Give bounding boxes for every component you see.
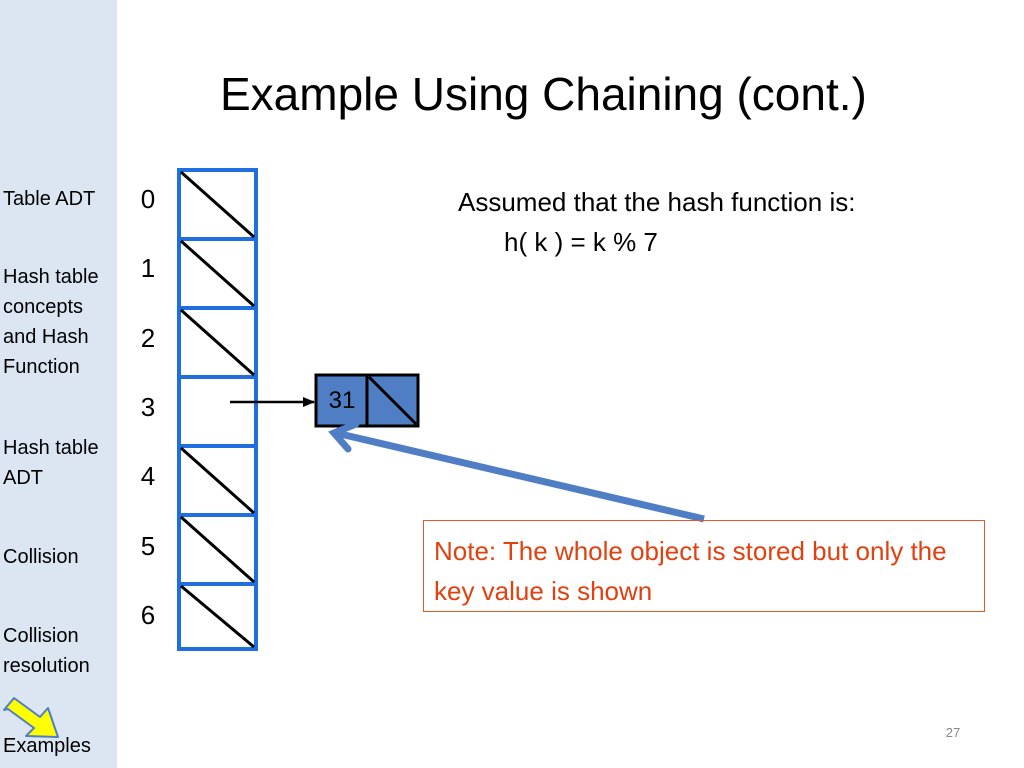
slot-index-5: 5	[140, 531, 156, 561]
chain-node-key: 31	[328, 387, 356, 414]
slot-index-3: 3	[140, 392, 156, 422]
page-number: 27	[945, 725, 961, 740]
null-slash-6	[180, 584, 255, 649]
chain-node-31	[314, 373, 420, 428]
slot-index-6: 6	[140, 600, 156, 630]
null-slash-0	[180, 170, 255, 239]
sidebar-item-table-adt[interactable]: Table ADT	[3, 188, 96, 210]
null-slashes	[180, 170, 255, 649]
slot-index-1: 1	[140, 253, 156, 283]
slot-index-0: 0	[140, 184, 156, 214]
hash-table-slots	[177, 168, 258, 651]
page-title: Example Using Chaining (cont.)	[220, 68, 867, 120]
table-slot-3	[177, 375, 258, 448]
slot-index-4: 4	[140, 461, 156, 491]
current-section-arrow-icon	[3, 697, 59, 738]
null-slash-5	[180, 515, 255, 584]
chain-node-null-slash	[367, 375, 418, 426]
sidebar-item-hash-concepts[interactable]: Hash table concepts and Hash Function	[3, 266, 99, 378]
sidebar-item-collision-resolution[interactable]: Collision resolution	[3, 625, 90, 677]
hash-function-intro: Assumed that the hash function is:	[458, 187, 856, 217]
hash-function-formula: h( k ) = k % 7	[504, 227, 658, 257]
sidebar-item-collision[interactable]: Collision	[3, 546, 79, 568]
sidebar-item-hash-table-adt[interactable]: Hash table ADT	[3, 437, 99, 489]
note-box: Note: The whole object is stored but onl…	[423, 520, 985, 612]
sidebar-item-examples[interactable]: Examples	[3, 735, 91, 757]
slot-index-2: 2	[140, 323, 156, 353]
note-pointer-arrow	[328, 420, 705, 523]
sidebar-nav: Table ADT Hash table concepts and Hash F…	[0, 0, 117, 768]
null-slash-4	[180, 446, 255, 515]
null-slash-1	[180, 239, 255, 308]
null-slash-2	[180, 308, 255, 377]
note-text: Note: The whole object is stored but onl…	[434, 536, 947, 606]
